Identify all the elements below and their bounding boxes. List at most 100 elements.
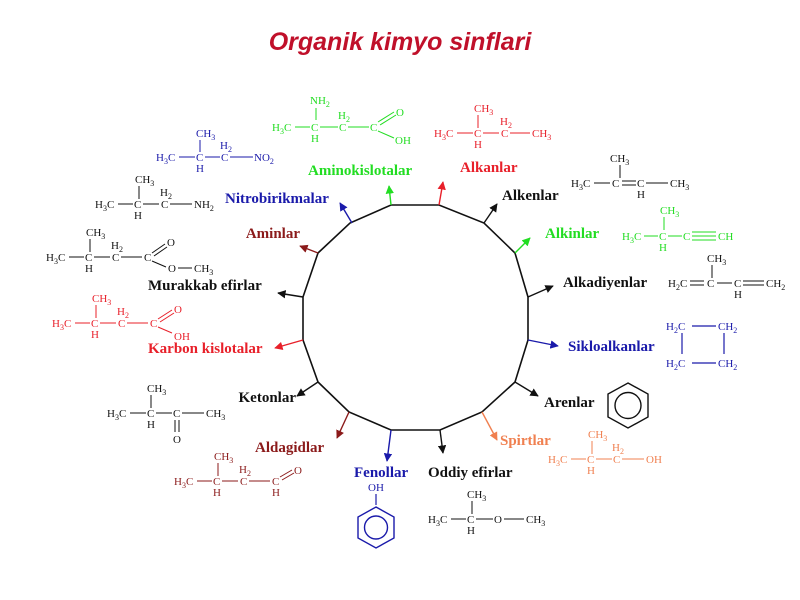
page-title: Organik kimyo sinflari	[268, 28, 532, 56]
svg-text:C: C	[474, 128, 481, 140]
svg-text:H2: H2	[500, 116, 512, 130]
formulas-layer: CH3 H3C C H H2 C NO2 NH2 H3C C H H2 C C	[46, 95, 785, 549]
sikloalkan-label: Sikloalkanlar	[568, 339, 655, 355]
alkan-formula: CH3 H3C C H H2 C CH3	[434, 103, 551, 151]
svg-text:H: H	[196, 163, 204, 175]
svg-text:H: H	[213, 487, 221, 499]
svg-text:H3C: H3C	[622, 231, 641, 245]
aldegid-arrow	[336, 411, 350, 439]
svg-text:H3C: H3C	[52, 318, 71, 332]
svg-text:O: O	[294, 465, 302, 477]
amin-formula: CH3 H3C C H H2 C NH2	[95, 174, 214, 222]
svg-text:C: C	[112, 252, 119, 264]
murakkab-arrow	[277, 290, 304, 299]
svg-text:H3C: H3C	[571, 178, 590, 192]
nitro-label: Nitrobirikmalar	[225, 191, 329, 207]
amin-label: Aminlar	[246, 226, 301, 242]
svg-text:H2: H2	[111, 240, 123, 254]
svg-text:C: C	[637, 178, 644, 190]
svg-text:H3C: H3C	[428, 514, 447, 528]
svg-text:H: H	[272, 487, 280, 499]
svg-text:C: C	[91, 318, 98, 330]
murakkab-label: Murakkab efirlar	[148, 278, 262, 294]
svg-text:OH: OH	[368, 482, 384, 494]
svg-text:C: C	[467, 514, 474, 526]
keton-arrow	[296, 381, 319, 397]
alkadien-label: Alkadiyenlar	[563, 275, 648, 291]
amino-formula: NH2 H3C C H H2 C C O OH	[272, 95, 411, 147]
fenol-label: Fenollar	[354, 465, 408, 481]
sikloalkan-formula: H2C CH2 H2C CH2	[666, 321, 737, 372]
svg-text:H: H	[734, 289, 742, 301]
nitro-formula: CH3 H3C C H H2 C NO2	[156, 128, 274, 175]
svg-text:H3C: H3C	[174, 476, 193, 490]
svg-text:CH3: CH3	[194, 263, 213, 277]
alkan-arrow	[437, 181, 446, 206]
svg-text:O: O	[167, 237, 175, 249]
svg-text:O: O	[174, 304, 182, 316]
alken-formula: CH3 H3C C C H CH3	[571, 153, 689, 201]
svg-text:H2: H2	[612, 442, 624, 456]
efir-arrow	[437, 429, 447, 454]
svg-text:C: C	[613, 454, 620, 466]
svg-text:C: C	[213, 476, 220, 488]
svg-text:C: C	[501, 128, 508, 140]
svg-text:NH2: NH2	[310, 95, 330, 109]
svg-text:O: O	[168, 263, 176, 275]
svg-text:OH: OH	[174, 331, 190, 343]
svg-text:C: C	[144, 252, 151, 264]
svg-text:C: C	[734, 278, 741, 290]
svg-text:H3C: H3C	[107, 408, 126, 422]
svg-text:C: C	[659, 231, 666, 243]
svg-text:CH: CH	[718, 231, 733, 243]
svg-text:H: H	[467, 525, 475, 537]
fenol-formula: OH	[357, 482, 395, 549]
alkadien-formula: CH3 H2C C C H CH2	[668, 253, 785, 301]
spirt-arrow	[481, 411, 498, 441]
svg-text:O: O	[396, 107, 404, 119]
spirt-label: Spirtlar	[500, 433, 551, 449]
svg-text:H3C: H3C	[46, 252, 65, 266]
svg-text:CH3: CH3	[214, 451, 233, 465]
alken-label: Alkenlar	[502, 188, 559, 204]
svg-text:H2: H2	[338, 110, 350, 124]
nitro-arrow	[339, 202, 353, 224]
central-ring	[302, 204, 529, 431]
aren-benzene	[607, 382, 649, 429]
svg-text:CH2: CH2	[766, 278, 785, 292]
alkadien-arrow	[527, 285, 554, 298]
aren-label: Arenlar	[544, 395, 595, 411]
svg-text:CH3: CH3	[707, 253, 726, 267]
svg-text:C: C	[147, 408, 154, 420]
svg-text:CH3: CH3	[467, 489, 486, 503]
karbon-formula: CH3 H3C C H H2 C C O OH	[52, 293, 190, 343]
svg-text:C: C	[173, 408, 180, 420]
svg-text:H: H	[85, 263, 93, 275]
svg-text:C: C	[118, 318, 125, 330]
svg-text:H: H	[134, 210, 142, 222]
fenol-arrow	[383, 429, 393, 462]
svg-text:C: C	[134, 199, 141, 211]
efir-formula: CH3 H3C C H O CH3	[428, 489, 545, 537]
svg-text:CH3: CH3	[532, 128, 551, 142]
svg-text:H2C: H2C	[666, 358, 685, 372]
svg-text:H3C: H3C	[156, 152, 175, 166]
svg-text:C: C	[339, 122, 346, 134]
svg-text:CH3: CH3	[135, 174, 154, 188]
karbon-arrow	[274, 339, 304, 350]
amino-arrow	[385, 185, 394, 206]
svg-text:H3C: H3C	[434, 128, 453, 142]
svg-text:O: O	[494, 514, 502, 526]
svg-text:CH3: CH3	[206, 408, 225, 422]
svg-text:H2C: H2C	[666, 321, 685, 335]
svg-text:H: H	[147, 419, 155, 431]
alkan-label: Alkanlar	[460, 160, 518, 176]
svg-text:C: C	[612, 178, 619, 190]
svg-text:H2: H2	[220, 140, 232, 154]
svg-text:CH3: CH3	[660, 205, 679, 219]
svg-text:H: H	[587, 465, 595, 477]
svg-text:H3C: H3C	[272, 122, 291, 136]
svg-text:CH3: CH3	[196, 128, 215, 142]
